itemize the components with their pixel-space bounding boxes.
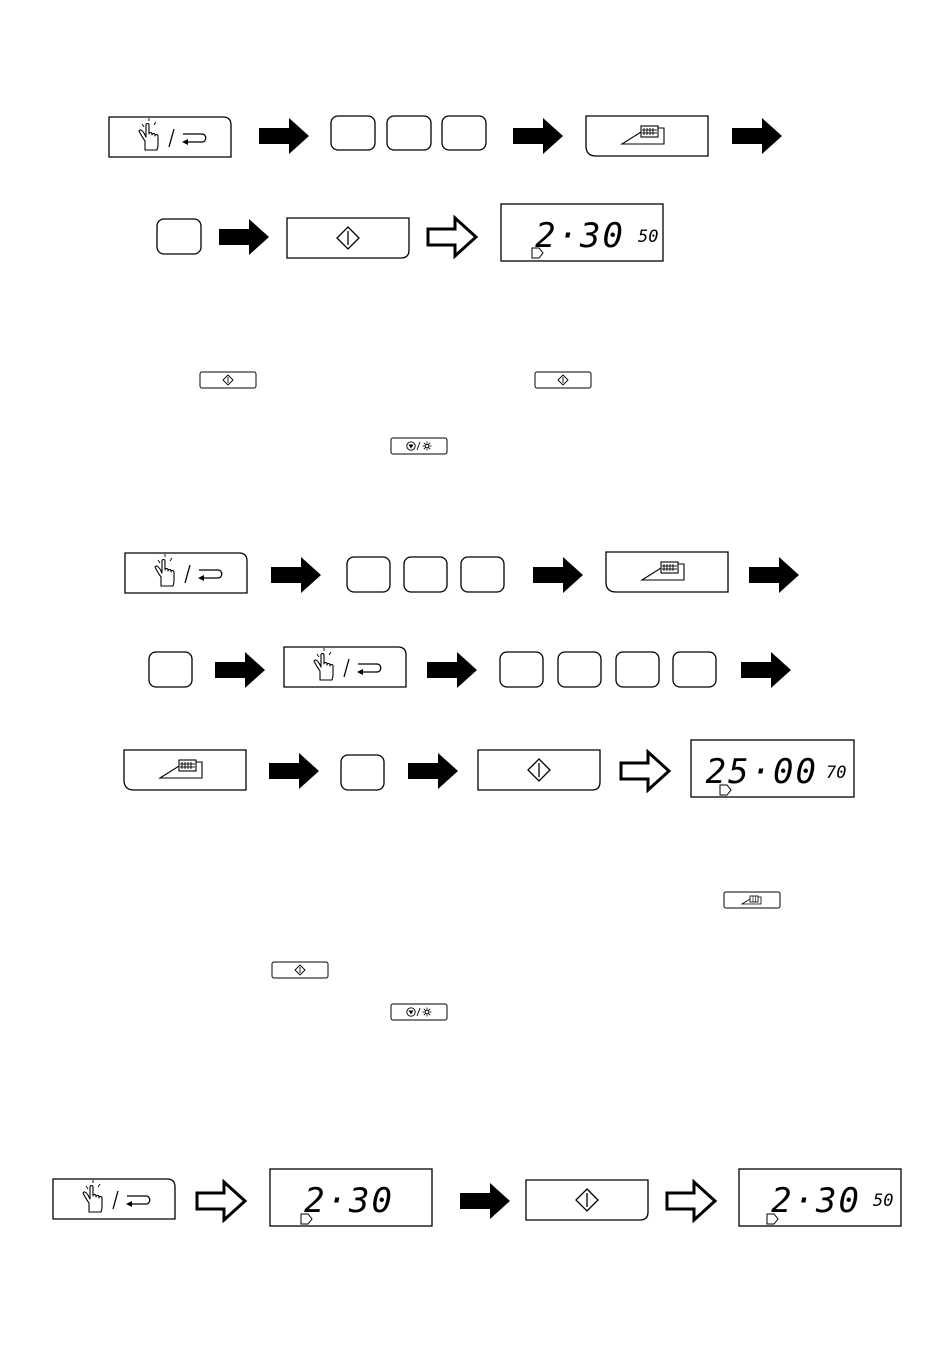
memory-key[interactable] [284, 647, 406, 687]
display-time: 2·30 [535, 216, 625, 256]
start-key[interactable] [287, 218, 409, 258]
filled-arrow-right-icon [427, 652, 477, 688]
number-key[interactable] [404, 557, 447, 592]
inline-stop-key[interactable] [391, 1004, 447, 1020]
inline-start-key[interactable] [200, 372, 256, 388]
start-key[interactable] [478, 750, 600, 790]
sequence-recall: 2·30 2·30 50 [53, 1169, 901, 1226]
number-key[interactable] [616, 652, 659, 687]
memory-key[interactable] [53, 1179, 175, 1219]
outline-arrow-right-icon [621, 752, 669, 790]
filled-arrow-right-icon [513, 118, 563, 154]
filled-arrow-right-icon [408, 753, 458, 789]
display-panel: 2·30 50 [501, 204, 663, 261]
display-panel: 2·30 [270, 1169, 432, 1226]
filled-arrow-right-icon [533, 557, 583, 593]
filled-arrow-right-icon [732, 118, 782, 154]
display-power: 70 [826, 763, 846, 783]
display-time: 2·30 [304, 1181, 394, 1221]
inline-stop-key[interactable] [391, 438, 447, 454]
filled-arrow-right-icon [271, 557, 321, 593]
inline-start-key[interactable] [272, 962, 328, 978]
number-key[interactable] [461, 557, 504, 592]
filled-arrow-right-icon [215, 652, 265, 688]
number-key[interactable] [500, 652, 543, 687]
outline-arrow-right-icon [428, 218, 476, 256]
number-key[interactable] [558, 652, 601, 687]
memory-key[interactable] [109, 117, 231, 157]
filled-arrow-right-icon [259, 118, 309, 154]
filled-arrow-right-icon [269, 753, 319, 789]
display-time: 2·30 [771, 1181, 861, 1221]
microwave-key[interactable] [586, 116, 708, 156]
number-key[interactable] [673, 652, 716, 687]
filled-arrow-right-icon [460, 1183, 510, 1219]
display-power: 50 [638, 227, 658, 247]
start-key[interactable] [526, 1180, 648, 1220]
microwave-key[interactable] [124, 750, 246, 790]
sequence-example-1: 2·30 50 [109, 116, 782, 261]
display-panel: 25·00 70 [691, 740, 854, 797]
number-key[interactable] [442, 116, 486, 150]
number-key[interactable] [149, 652, 192, 687]
number-key[interactable] [341, 755, 384, 790]
memory-key[interactable] [125, 553, 247, 593]
number-key[interactable] [331, 116, 375, 150]
display-time: 25·00 [706, 752, 818, 792]
number-key[interactable] [347, 557, 390, 592]
number-key[interactable] [387, 116, 431, 150]
inline-microwave-key[interactable] [724, 892, 780, 908]
outline-arrow-right-icon [197, 1182, 245, 1220]
number-key[interactable] [157, 219, 201, 254]
microwave-key[interactable] [606, 552, 728, 592]
outline-arrow-right-icon [667, 1182, 715, 1220]
filled-arrow-right-icon [219, 219, 269, 255]
display-power: 50 [873, 1191, 893, 1211]
sequence-example-2: 25·00 70 [124, 552, 854, 797]
filled-arrow-right-icon [741, 652, 791, 688]
display-panel: 2·30 50 [739, 1169, 901, 1226]
inline-start-key[interactable] [535, 372, 591, 388]
filled-arrow-right-icon [749, 557, 799, 593]
